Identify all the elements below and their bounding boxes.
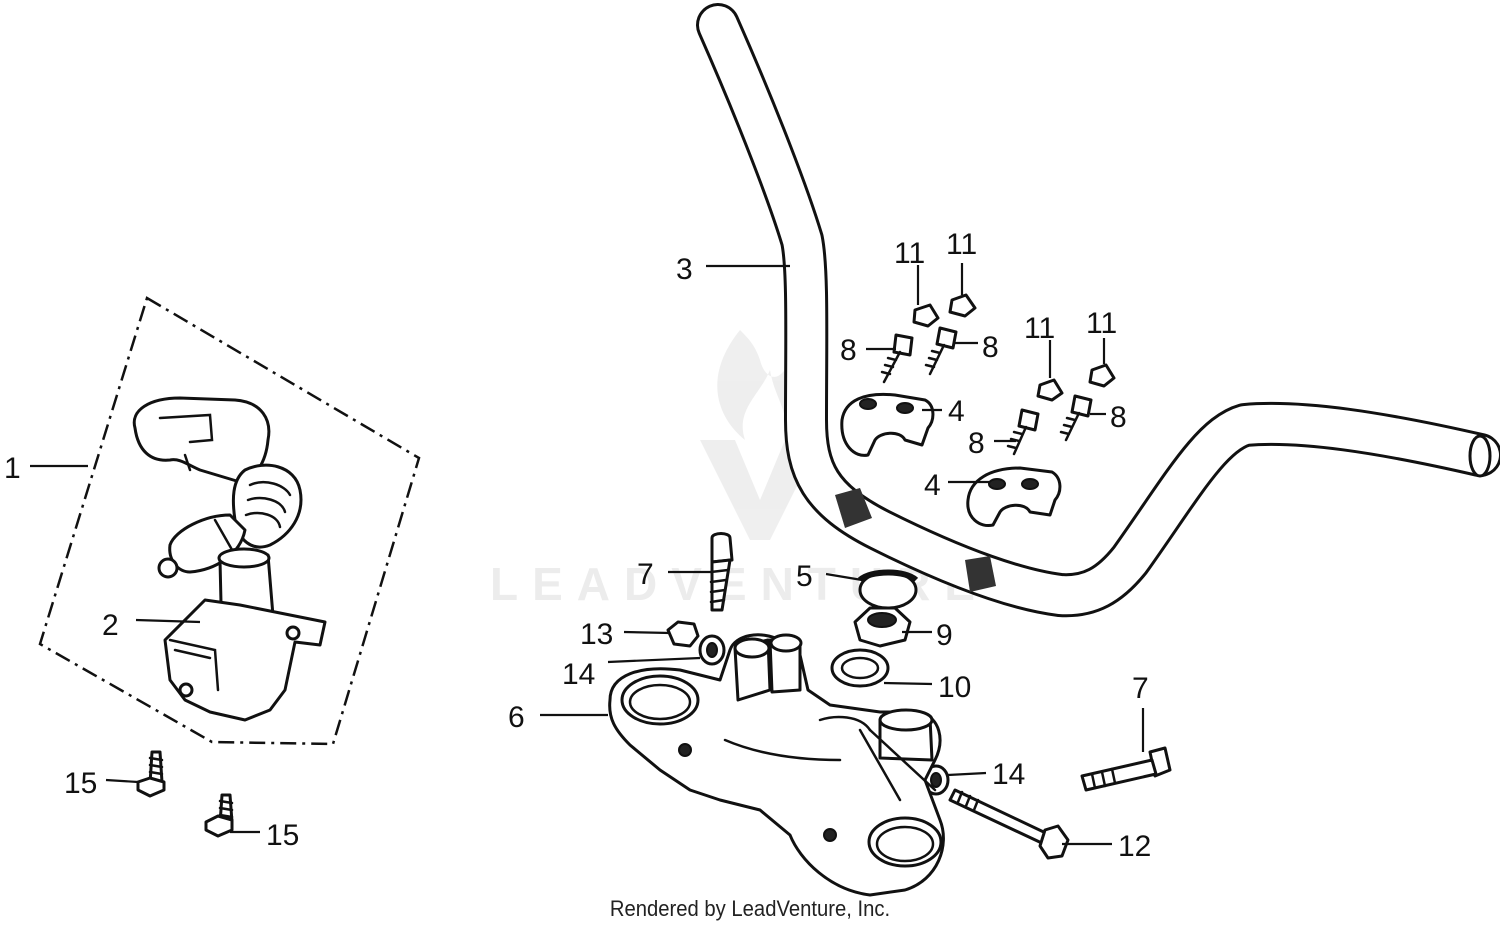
callout-1: 1 bbox=[4, 452, 21, 485]
callout-4-a: 4 bbox=[948, 395, 965, 428]
callout-11-a: 11 bbox=[894, 237, 925, 270]
callout-8-c: 8 bbox=[968, 427, 985, 460]
leader-lines bbox=[30, 263, 1145, 846]
washer-10 bbox=[830, 648, 890, 688]
callout-9: 9 bbox=[936, 619, 953, 652]
cap-5 bbox=[857, 569, 919, 610]
footer-credit: Rendered by LeadVenture, Inc. bbox=[609, 896, 891, 921]
callout-7-b: 7 bbox=[1132, 672, 1149, 705]
callout-13: 13 bbox=[580, 618, 613, 651]
bolt-15-a bbox=[136, 750, 166, 798]
bolt-7-b bbox=[1080, 746, 1172, 792]
callout-14-a: 14 bbox=[562, 658, 595, 691]
bolt-12 bbox=[948, 788, 1070, 860]
callout-3: 3 bbox=[676, 253, 693, 286]
callout-12: 12 bbox=[1118, 830, 1151, 863]
callout-11-d: 11 bbox=[1086, 307, 1117, 340]
callout-4-b: 4 bbox=[924, 469, 941, 502]
callout-11-c: 11 bbox=[1024, 312, 1055, 345]
upper-holder-b bbox=[966, 466, 1062, 528]
nut-9 bbox=[853, 606, 912, 648]
bolt-8-d bbox=[1059, 394, 1093, 442]
bolt-8-c bbox=[1006, 408, 1040, 456]
callout-10: 10 bbox=[938, 671, 971, 704]
callout-8-b: 8 bbox=[982, 331, 999, 364]
handlebar bbox=[696, 3, 1500, 618]
fork-top-bridge bbox=[608, 633, 945, 897]
callout-6: 6 bbox=[508, 701, 525, 734]
callout-15-b: 15 bbox=[266, 819, 299, 852]
callout-7-a: 7 bbox=[637, 558, 654, 591]
callout-11-b: 11 bbox=[946, 228, 977, 261]
bolt-8-a bbox=[880, 333, 914, 384]
nut-13 bbox=[666, 620, 700, 648]
bolt-8-b bbox=[924, 326, 958, 376]
assembly-outline-box bbox=[38, 296, 421, 746]
callout-2: 2 bbox=[102, 609, 119, 642]
callout-5: 5 bbox=[796, 560, 813, 593]
washer-14-a bbox=[698, 634, 726, 666]
bolt-15-b bbox=[204, 793, 234, 838]
callout-8-d: 8 bbox=[1110, 401, 1127, 434]
bolt-7-a bbox=[709, 532, 734, 612]
callout-14-b: 14 bbox=[992, 758, 1025, 791]
callout-15-a: 15 bbox=[64, 767, 97, 800]
ignition-switch-assembly bbox=[38, 296, 421, 746]
upper-holder-a bbox=[840, 392, 935, 457]
cap-11-d bbox=[1088, 363, 1116, 388]
cap-11-b bbox=[948, 293, 977, 318]
cap-11-c bbox=[1036, 378, 1064, 402]
cap-11-a bbox=[912, 303, 940, 328]
callout-8-a: 8 bbox=[840, 334, 857, 367]
